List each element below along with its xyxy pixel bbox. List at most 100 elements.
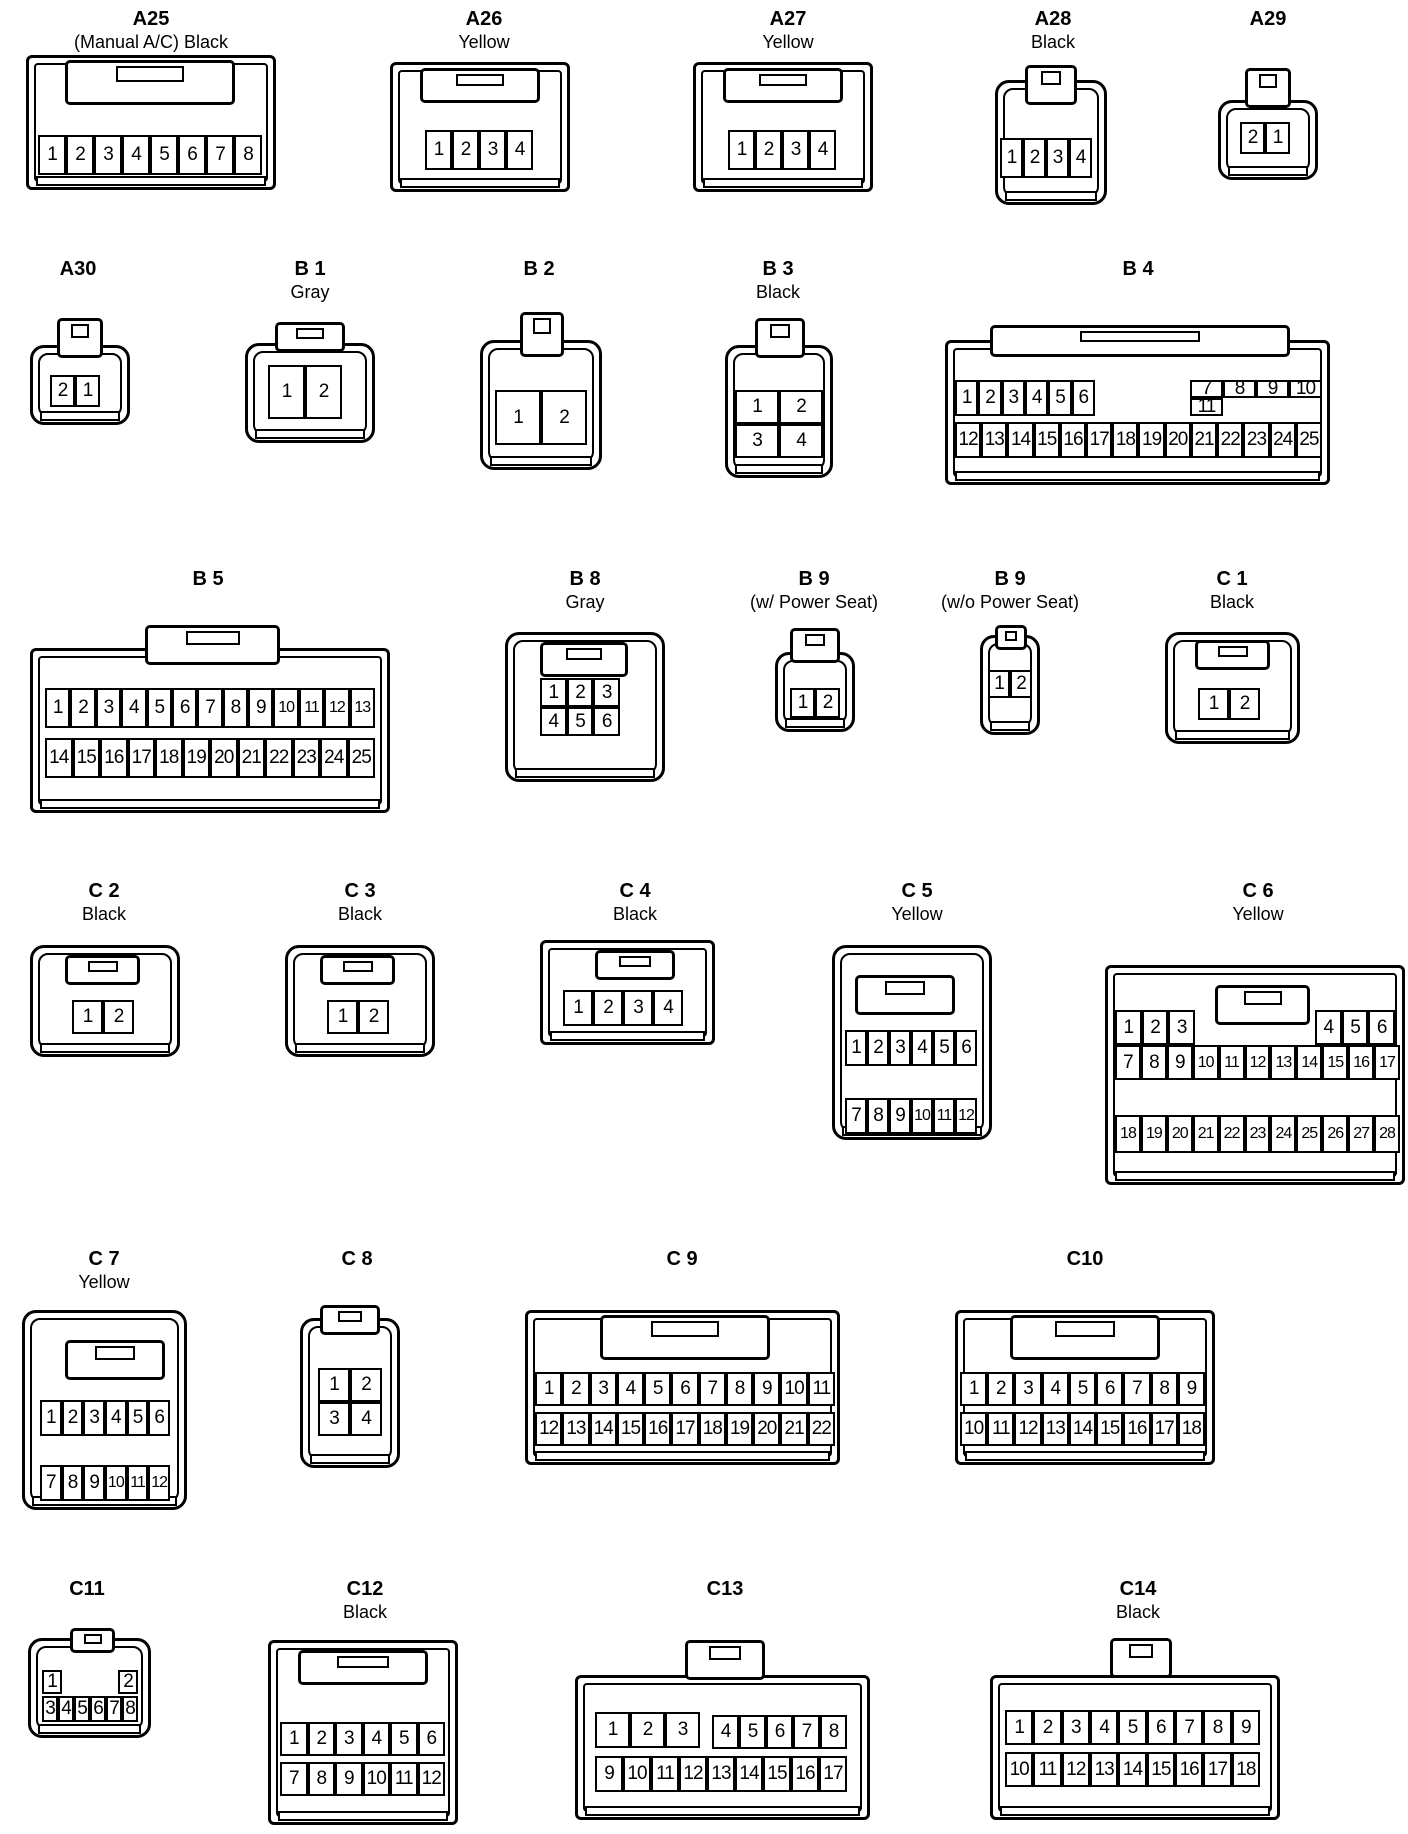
pin-cell: 5 <box>390 1722 418 1756</box>
connector-base-ridge <box>1000 1806 1270 1816</box>
connector-latch-tab <box>759 74 807 87</box>
pin-cell: 4 <box>540 707 567 736</box>
pin-cell: 3 <box>335 1722 363 1756</box>
connector-latch-tab <box>1040 71 1062 85</box>
pin-cell: 17 <box>1150 1412 1178 1446</box>
pin-cell: 3 <box>95 688 122 728</box>
connector-color-label: Yellow <box>891 904 943 924</box>
pin-cell: 8 <box>1140 1045 1167 1080</box>
pin-cell: 7 <box>106 1696 122 1722</box>
connector-latch-tab <box>651 1321 719 1337</box>
pin-cell: 17 <box>1374 1045 1400 1080</box>
pin-cell: 15 <box>72 738 100 778</box>
pin-cell: 9 <box>1177 1372 1205 1406</box>
pin-cell: 3 <box>735 424 779 458</box>
connector-inner-outline <box>998 1683 1272 1812</box>
connector-id: C12 <box>346 1578 384 1600</box>
pin-cell: 6 <box>178 135 206 175</box>
pin-cell: 1 <box>540 678 567 707</box>
connector-id: A29 <box>1249 8 1287 30</box>
pin-cell: 11 <box>126 1465 149 1501</box>
pin-cell: 16 <box>1123 1412 1151 1446</box>
pin-cell: 9 <box>83 1465 105 1501</box>
connector-id: A28 <box>1034 8 1072 30</box>
pin-cell: 2 <box>50 375 75 407</box>
pin-cell: 12 <box>1244 1045 1271 1080</box>
pin-cell: 15 <box>1146 1752 1175 1787</box>
pin-cell: 11 <box>1218 1045 1245 1080</box>
pin-cell: 15 <box>1322 1045 1349 1080</box>
pin-cell: 3 <box>1168 1010 1195 1045</box>
connector-id: B 8 <box>569 568 601 590</box>
pin-cell: 1 <box>318 1368 350 1402</box>
pin-cell: 3 <box>589 1372 617 1406</box>
pin-cell: 2 <box>755 130 782 170</box>
pin-cell: 4 <box>122 135 150 175</box>
pin-cell: 3 <box>42 1696 58 1722</box>
pin-cell: 2 <box>978 380 1002 416</box>
pin-cell: 1 <box>280 1722 308 1756</box>
connector-base-ridge <box>490 456 592 466</box>
pin-cell: 1 <box>1115 1010 1142 1045</box>
pin-cell: 11 <box>1190 398 1223 416</box>
connector-color-label: Gray <box>565 592 605 612</box>
connector-color-label: Black <box>342 1602 388 1622</box>
pin-cell: 10 <box>1192 1045 1219 1080</box>
connector-id: B 4 <box>1122 258 1154 280</box>
pin-cell: 10 <box>362 1762 390 1796</box>
pin-cell: 5 <box>146 688 172 728</box>
pin-cell: 4 <box>1315 1010 1342 1045</box>
pin-cell: 9 <box>1256 380 1289 398</box>
pin-cell: 5 <box>566 707 594 736</box>
pin-cell: 9 <box>595 1756 623 1792</box>
connector-base-ridge <box>255 429 365 439</box>
pin-cell: 6 <box>593 707 620 736</box>
pin-cell: 2 <box>541 390 587 445</box>
pin-cell: 1 <box>40 1400 62 1436</box>
pin-cell: 5 <box>933 1030 955 1066</box>
pin-cell: 20 <box>753 1412 781 1446</box>
pin-cell: 3 <box>318 1402 350 1436</box>
pin-cell: 25 <box>347 738 375 778</box>
pin-cell: 10 <box>780 1372 808 1406</box>
pin-cell: 9 <box>248 688 274 728</box>
connector-color-label: Black <box>1115 1602 1161 1622</box>
pin-cell: 2 <box>987 1372 1015 1406</box>
connector-latch-tab <box>566 648 602 661</box>
pin-cell: 2 <box>1240 122 1265 154</box>
pin-cell: 2 <box>305 365 342 419</box>
pin-cell: 6 <box>417 1722 445 1756</box>
pin-cell: 8 <box>1203 1710 1232 1745</box>
pin-cell: 7 <box>206 135 234 175</box>
pin-cell: 11 <box>298 688 325 728</box>
pin-cell: 6 <box>171 688 198 728</box>
pin-cell: 5 <box>644 1372 672 1406</box>
pin-cell: 22 <box>1217 422 1244 458</box>
pin-cell: 2 <box>307 1722 335 1756</box>
connector-base-ridge <box>965 1451 1205 1461</box>
pin-cell: 6 <box>1146 1710 1175 1745</box>
pin-cell: 7 <box>40 1465 62 1501</box>
connector-latch-tab <box>338 1311 362 1322</box>
connector-color-label: Yellow <box>762 32 814 52</box>
pin-cell: 6 <box>955 1030 977 1066</box>
connector-id: A26 <box>465 8 503 30</box>
connector-id: A25 <box>132 8 170 30</box>
connector-base-ridge <box>400 178 560 188</box>
pin-cell: 7 <box>698 1372 726 1406</box>
pin-cell: 8 <box>61 1465 84 1501</box>
connector-id: C 4 <box>619 880 651 902</box>
